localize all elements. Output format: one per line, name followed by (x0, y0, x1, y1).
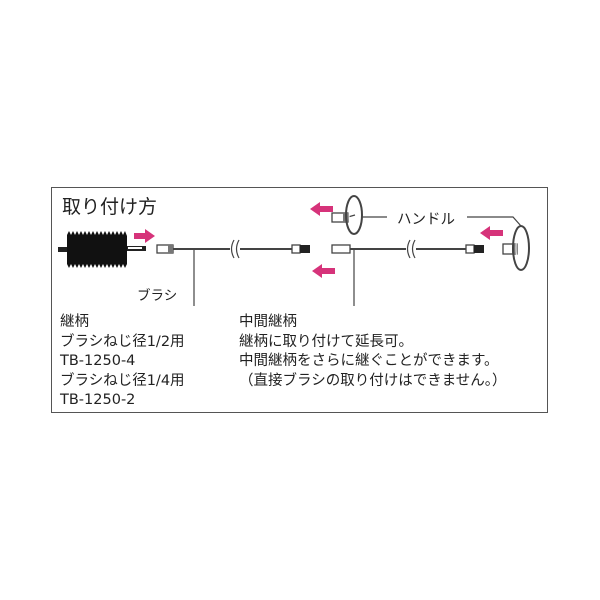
brush-label: ブラシ (137, 288, 178, 304)
handle-icon (331, 195, 387, 235)
text-line: ブラシねじ径1/2用 (60, 333, 185, 350)
handle-label: ハンドル (397, 212, 455, 228)
panel-title: 取り付け方 (62, 196, 158, 218)
brush-icon (58, 231, 146, 268)
arrow-left-icon (310, 202, 333, 216)
arrow-left-icon (480, 226, 503, 240)
intermediate-rod-description: 中間継柄 継柄に取り付けて延長可。 中間継柄をさらに継ぐことができます。 （直接… (239, 313, 507, 391)
text-line: TB-1250-4 (60, 353, 136, 369)
text-line: TB-1250-2 (60, 392, 136, 408)
arrow-left-icon (312, 264, 335, 278)
extension-rod-description: 継柄 ブラシねじ径1/2用 TB-1250-4 ブラシねじ径1/4用 TB-12… (60, 313, 185, 411)
extension-rod (156, 239, 310, 306)
arrow-right-icon (134, 229, 155, 243)
intermediate-rod (331, 239, 484, 306)
text-line: ブラシねじ径1/4用 (60, 372, 185, 389)
text-line: 継柄に取り付けて延長可。 (239, 333, 413, 350)
text-line: 中間継柄をさらに継ぐことができます。 (239, 353, 499, 369)
installation-diagram (58, 195, 530, 306)
installation-panel: 取り付け方 (51, 187, 548, 413)
text-line: （直接ブラシの取り付けはできません。） (239, 372, 507, 389)
handle-icon (467, 216, 530, 271)
text-line: 継柄 (60, 314, 89, 330)
text-line: 中間継柄 (239, 314, 297, 330)
